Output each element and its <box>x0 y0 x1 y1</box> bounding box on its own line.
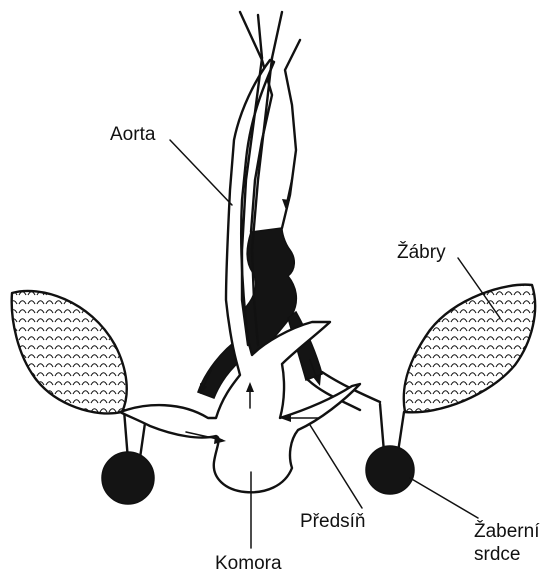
branchial-heart-right <box>366 446 414 494</box>
branchial-heart-left <box>102 452 154 504</box>
label-gills: Žábry <box>397 241 446 263</box>
label-branchial-heart-line1: Žaberní <box>474 520 540 542</box>
gill-right <box>395 275 545 425</box>
label-ventricle: Komora <box>215 553 282 574</box>
heart-body <box>120 60 360 492</box>
label-atrium: Předsíň <box>300 511 365 532</box>
gill-left <box>0 280 140 420</box>
label-branchial-heart-line2: srdce <box>474 544 520 565</box>
label-aorta: Aorta <box>110 124 156 145</box>
